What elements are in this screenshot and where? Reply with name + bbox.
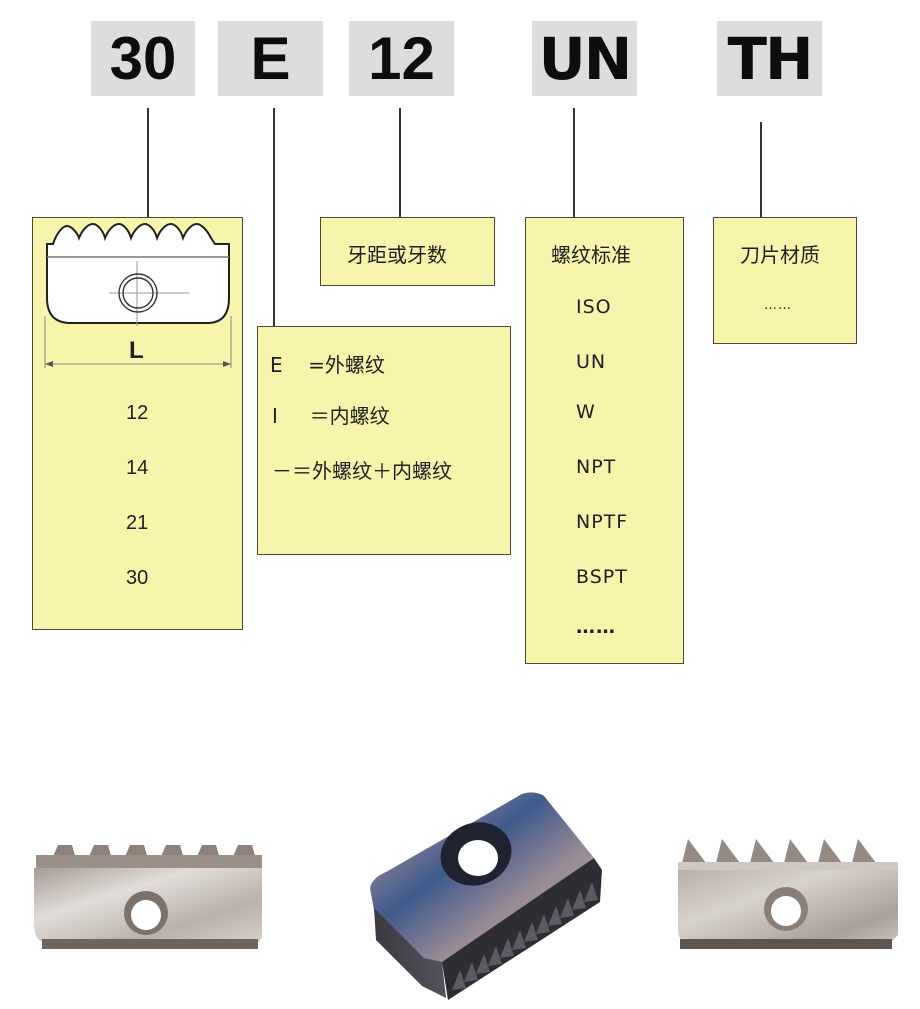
standard-item: UN [576,351,607,373]
connector-length [147,108,149,218]
silver-insert-square-teeth-photo [34,845,262,949]
standard-title: 螺纹标准 [551,243,631,267]
dimension-label-L: L [129,337,144,364]
thread-type-line-external: E =外螺纹 [270,353,385,377]
connector-material [760,122,762,218]
length-value: 30 [126,567,149,589]
thread-standard-box: 螺纹标准 ISO UN W NPT NPTF BSPT …… [525,217,684,664]
material-placeholder: …… [764,298,792,313]
pitch-label: 牙距或牙数 [347,243,447,267]
code-length: 30 [91,21,195,96]
thread-type-box: E =外螺纹 I ＝内螺纹 －＝外螺纹＋内螺纹 [257,326,511,555]
connector-pitch [399,108,401,218]
code-material: TH [717,21,822,96]
length-value: 21 [126,512,149,534]
code-pitch: 12 [349,21,454,96]
standard-item: NPTF [576,511,629,533]
length-value: 12 [126,402,149,424]
standard-item: BSPT [576,566,628,588]
thread-type-line-internal: I ＝内螺纹 [272,404,390,428]
coated-insert-perspective-photo [370,792,602,1000]
material-box: 刀片材质 …… [713,217,857,344]
standard-item: ISO [576,296,612,318]
length-value: 14 [126,457,149,479]
thread-type-line-both: －＝外螺纹＋内螺纹 [272,459,452,483]
insert-outline-diagram [44,222,232,368]
code-thread-type: E [218,21,323,96]
pitch-box: 牙距或牙数 [320,217,495,286]
connector-standard [573,108,575,218]
standard-item-more: …… [576,616,616,638]
code-standard: UN [532,21,637,96]
standard-item: W [576,401,596,423]
standard-item: NPT [576,456,617,478]
silver-insert-triangular-teeth-photo [678,839,898,949]
length-box: L 12 14 21 30 [32,217,243,630]
material-title: 刀片材质 [740,243,820,267]
connector-thread-type [273,108,275,328]
